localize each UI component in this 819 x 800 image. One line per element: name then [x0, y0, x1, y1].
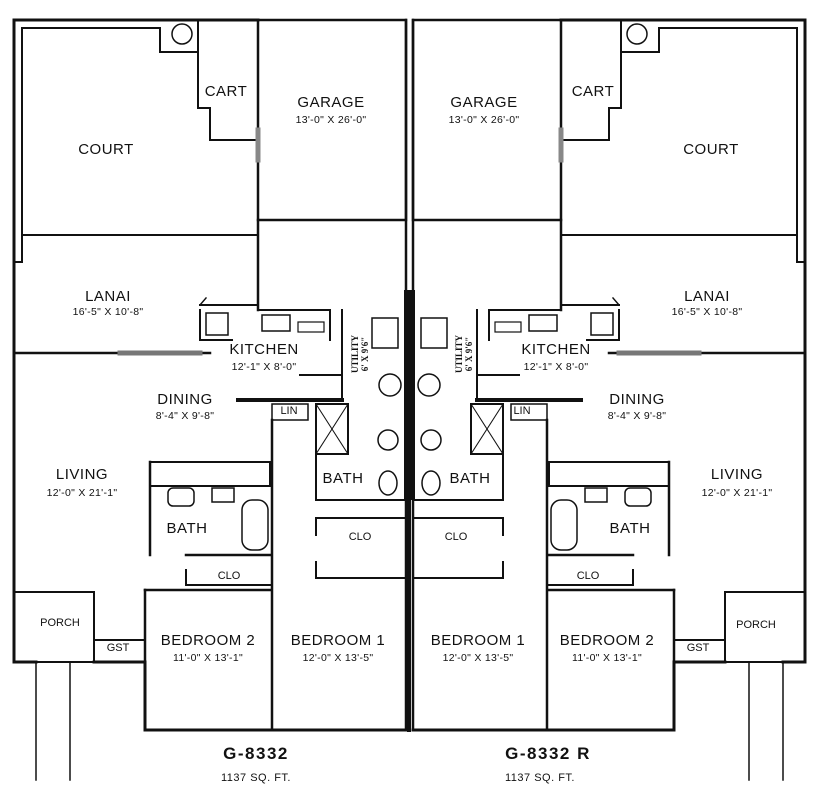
right-bedroom2-dims: 11'-0" X 13'-1"	[571, 652, 643, 664]
right-garage-label: GARAGE	[450, 94, 518, 111]
right-utility-label: UTILITY 6' X 9'6"	[454, 335, 474, 373]
right-bedroom1-dims: 12'-0" X 13'-5"	[442, 652, 514, 664]
right-bedroom-closet-label: CLO	[576, 570, 600, 582]
left-hall-closet-label: CLO	[348, 531, 372, 543]
right-guest-closet-label: GST	[686, 642, 710, 654]
left-utility-dims: 6' X 9'6"	[360, 336, 370, 372]
left-garage-label: GARAGE	[297, 94, 365, 111]
right-cart-fixture-icon	[626, 23, 648, 45]
right-dining-dims: 8'-4" X 9'-8"	[607, 410, 667, 422]
left-cart-fixture-icon	[171, 23, 193, 45]
right-dining-label: DINING	[609, 391, 665, 408]
left-lanai-label: LANAI	[85, 288, 131, 305]
left-square-footage: 1137 SQ. FT.	[221, 772, 291, 784]
left-utility-name: UTILITY	[350, 334, 360, 374]
party-wall	[404, 290, 415, 500]
right-utility-name: UTILITY	[454, 334, 464, 374]
left-hall-bath-label: BATH	[322, 470, 364, 487]
left-bedroom1-label: BEDROOM 1	[290, 632, 386, 649]
left-bedroom-closet-label: CLO	[217, 570, 241, 582]
right-unit-walls	[411, 18, 807, 781]
left-unit-walls	[12, 18, 408, 781]
right-bedroom-bath-label: BATH	[609, 520, 651, 537]
right-plan-code: G-8332 R	[505, 744, 591, 763]
right-lanai-dims: 16'-5" X 10'-8"	[671, 306, 743, 318]
right-bedroom2-label: BEDROOM 2	[559, 632, 655, 649]
right-kitchen-label: KITCHEN	[521, 341, 591, 358]
left-dining-label: DINING	[157, 391, 213, 408]
right-utility-dims: 6' X 9'6"	[464, 336, 474, 372]
left-lanai-dims: 16'-5" X 10'-8"	[72, 306, 144, 318]
left-kitchen-label: KITCHEN	[229, 341, 299, 358]
right-hall-bath-label: BATH	[449, 470, 491, 487]
left-bedroom2-dims: 11'-0" X 13'-1"	[172, 652, 244, 664]
left-court-label: COURT	[78, 141, 134, 158]
left-bedroom2-label: BEDROOM 2	[160, 632, 256, 649]
left-garage-dims: 13'-0" X 26'-0"	[295, 114, 367, 126]
right-bedroom1-label: BEDROOM 1	[430, 632, 526, 649]
left-kitchen-dims: 12'-1" X 8'-0"	[231, 361, 297, 373]
right-cart-label: CART	[571, 83, 615, 100]
left-utility-label: UTILITY 6' X 9'6"	[350, 335, 370, 373]
left-bedroom1-dims: 12'-0" X 13'-5"	[302, 652, 374, 664]
right-kitchen-dims: 12'-1" X 8'-0"	[523, 361, 589, 373]
right-court-label: COURT	[683, 141, 739, 158]
right-living-label: LIVING	[710, 466, 764, 483]
left-dining-dims: 8'-4" X 9'-8"	[155, 410, 215, 422]
right-living-dims: 12'-0" X 21'-1"	[701, 487, 773, 499]
left-living-label: LIVING	[55, 466, 109, 483]
left-guest-closet-label: GST	[106, 642, 130, 654]
right-square-footage: 1137 SQ. FT.	[505, 772, 575, 784]
left-porch-label: PORCH	[40, 617, 80, 629]
left-bedroom-bath-label: BATH	[166, 520, 208, 537]
right-lanai-label: LANAI	[684, 288, 730, 305]
left-cart-label: CART	[204, 83, 248, 100]
right-hall-closet-label: CLO	[444, 531, 468, 543]
right-linen-label: LIN	[513, 405, 531, 417]
left-living-dims: 12'-0" X 21'-1"	[46, 487, 118, 499]
left-linen-label: LIN	[280, 405, 298, 417]
right-porch-label: PORCH	[736, 619, 776, 631]
right-garage-dims: 13'-0" X 26'-0"	[448, 114, 520, 126]
left-plan-code: G-8332	[223, 744, 289, 763]
